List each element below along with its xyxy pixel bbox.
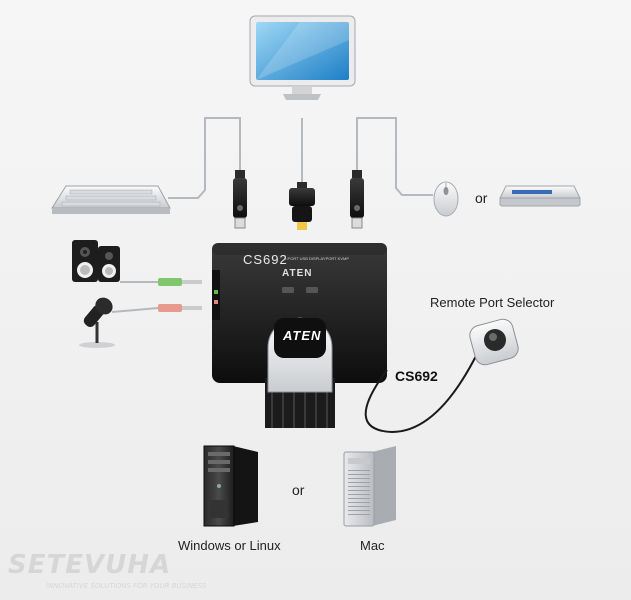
usb-plug-right <box>350 170 364 229</box>
mic-cable <box>111 307 159 313</box>
mac-pro-tower-icon <box>343 446 396 527</box>
device-port-text: 2-PORT USB DISPLAYPORT KVMP <box>284 256 349 261</box>
speakers-icon <box>72 240 120 282</box>
remote-port-selector-label: Remote Port Selector <box>430 295 555 310</box>
audio-plug-pink <box>158 304 202 312</box>
displayport-plug <box>289 182 315 230</box>
remote-port-selector-icon <box>469 318 519 366</box>
windows-or-linux-label: Windows or Linux <box>178 538 281 553</box>
keyboard-icon <box>51 185 171 214</box>
watermark-name: SETEVUHA <box>8 550 172 580</box>
audio-plug-green <box>158 278 202 286</box>
keyboard-cable <box>168 117 241 199</box>
cables <box>111 117 433 313</box>
or-label-top: or <box>475 190 488 206</box>
device-model-print: CS692 <box>243 252 288 267</box>
or-label-bottom: or <box>292 482 305 498</box>
windows-pc-tower-icon <box>203 445 258 527</box>
watermark-tagline: INNOVATIVE SOLUTIONS FOR YOUR BUSINESS <box>46 582 207 590</box>
usb-hub-icon <box>499 185 581 207</box>
model-label: CS692 <box>395 368 438 384</box>
kvm-switch <box>212 243 387 428</box>
mouse-icon <box>433 181 459 217</box>
monitor-icon <box>249 15 356 100</box>
microphone-icon <box>79 297 115 348</box>
usb-plug-left <box>233 170 247 229</box>
mouse-cable <box>356 117 433 196</box>
device-brand-top: ATEN <box>282 268 313 279</box>
mac-label: Mac <box>360 538 385 553</box>
device-brand-front: ATEN <box>283 328 322 343</box>
remote-cable <box>364 351 479 434</box>
